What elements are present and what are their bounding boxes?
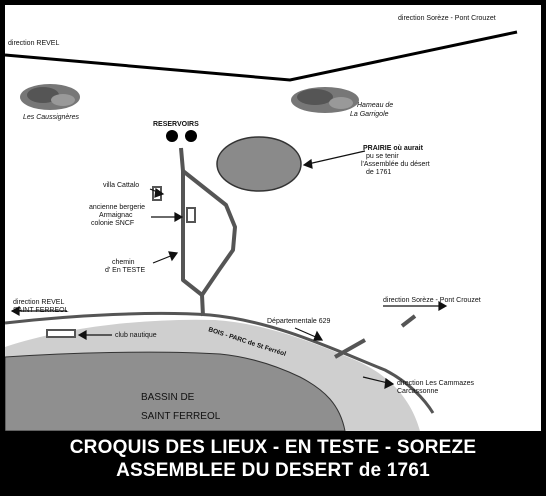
label-bergerie-1: ancienne bergerie — [89, 204, 145, 211]
arrow-prairie — [307, 150, 366, 165]
label-direction-revel-top: direction REVEL — [8, 40, 59, 47]
road-spur-right — [400, 314, 417, 328]
label-departementale: Départementale 629 — [267, 318, 331, 325]
label-chemin-1: chemin — [112, 259, 135, 266]
label-club-nautique: club nautique — [115, 332, 157, 339]
label-cammazes-2: Carcassonne — [397, 388, 438, 395]
road-spur — [334, 338, 366, 359]
reservoir-right — [185, 130, 197, 142]
label-bassin-1: BASSIN DE — [141, 392, 195, 403]
label-prairie-4: de 1761 — [366, 169, 391, 176]
label-prairie-2: pu se tenir — [366, 153, 399, 160]
label-bergerie-2: Armaignac — [99, 212, 133, 219]
shrub-caussigneres — [20, 84, 80, 110]
chemin-loop — [181, 169, 237, 297]
departementale-road — [5, 311, 435, 414]
label-bergerie-3: colonie SNCF — [91, 220, 134, 227]
arrow-chemin — [152, 254, 174, 264]
arrow-cammazes — [362, 376, 389, 384]
club-nautique-building — [46, 329, 76, 338]
label-reservoirs: RESERVOIRS — [153, 121, 199, 128]
chemin-en-teste — [179, 147, 205, 317]
label-hameau-2: La Garrigole — [350, 111, 389, 118]
label-prairie-1: PRAIRIE où aurait — [363, 145, 424, 152]
bois-parc-area — [5, 319, 420, 431]
label-direction-soreze-top: direction Sorèze - Pont Crouzet — [398, 15, 496, 22]
caption-line-2: ASSEMBLEE DU DESERT de 1761 — [116, 460, 430, 481]
label-villa-cattalo: villa Cattalo — [103, 182, 139, 189]
map-caption: CROQUIS DES LIEUX - EN TESTE - SOREZE AS… — [0, 436, 546, 482]
label-bassin-2: SAINT FERREOL — [141, 411, 221, 422]
label-hameau-1: Hameau de — [357, 102, 393, 109]
label-chemin-2: d' En TESTE — [105, 267, 145, 274]
bergerie-building — [186, 207, 196, 223]
site-sketch-map: direction Sorèze - Pont Crouzet directio… — [5, 5, 541, 431]
label-direction-revel-2: SAINT FERREOL — [13, 307, 69, 314]
label-direction-revel-1: direction REVEL — [13, 299, 64, 306]
label-direction-soreze-right: direction Sorèze - Pont Crouzet — [383, 297, 481, 304]
shrub-garrigole — [291, 87, 359, 113]
label-prairie-3: l'Assemblée du désert — [361, 161, 430, 168]
label-cammazes-1: direction Les Cammazes — [397, 380, 475, 387]
lake-saint-ferreol — [5, 351, 346, 431]
top-road — [5, 30, 518, 82]
arrow-departementale — [294, 327, 319, 339]
reservoir-left — [166, 130, 178, 142]
prairie-area — [216, 136, 302, 192]
caption-line-1: CROQUIS DES LIEUX - EN TESTE - SOREZE — [69, 437, 477, 458]
label-les-caussigneres: Les Caussignères — [23, 114, 80, 121]
